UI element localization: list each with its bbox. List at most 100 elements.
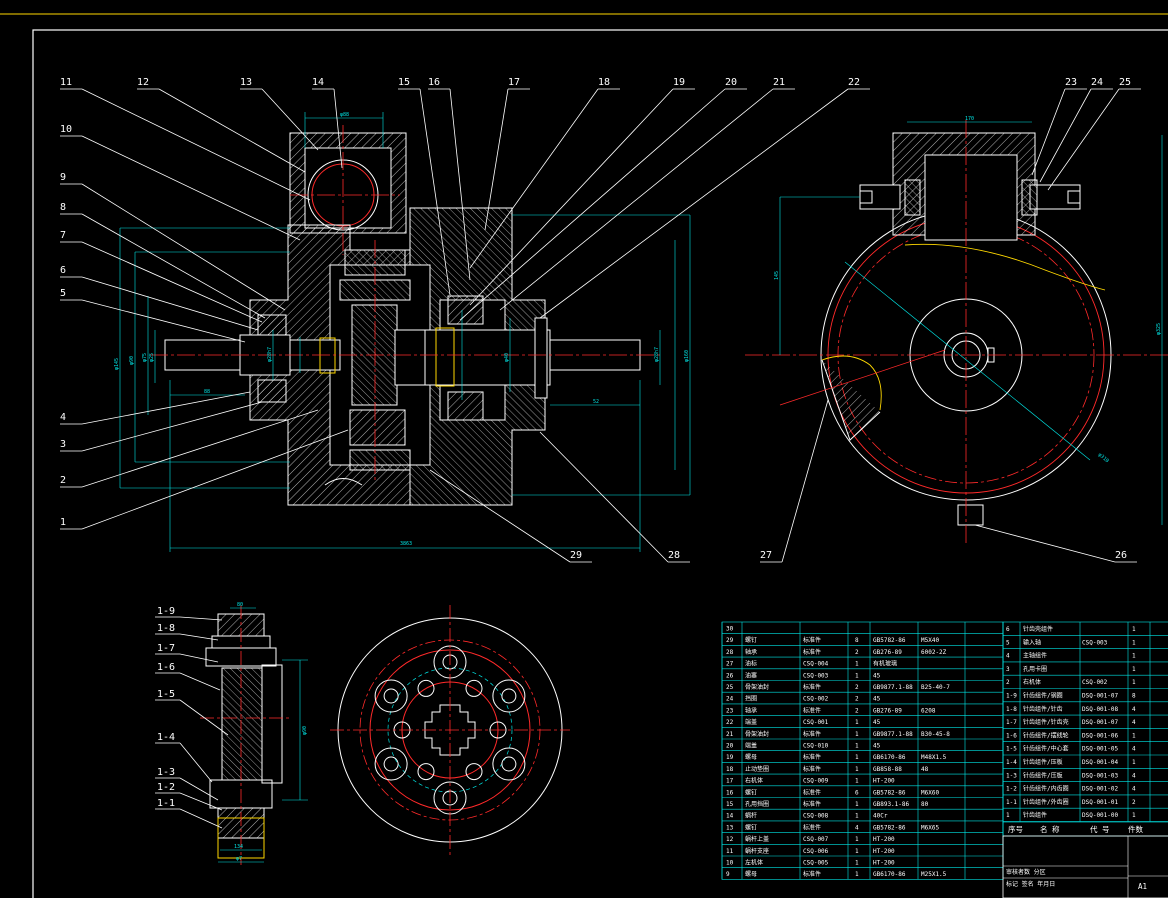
balloon-label: 29 — [570, 550, 582, 561]
assembly-cell: 针齿组件/针齿 — [1023, 705, 1063, 713]
parts-cell: HT-200 — [873, 860, 895, 867]
leader-15: 15 — [398, 77, 451, 296]
cycloid-disc-view — [330, 605, 570, 855]
dim-shaft-left: φ145 — [114, 358, 120, 370]
assembly-cell: 针齿组件 — [1023, 811, 1047, 819]
assembly-cell: DSQ-001-02 — [1082, 786, 1119, 793]
parts-cell: 标准件 — [803, 706, 821, 714]
parts-cell: 端盖 — [745, 742, 757, 750]
assembly-cell: 2 — [1006, 679, 1010, 686]
parts-cell: 1 — [855, 672, 859, 679]
title-row-2: 标记 签名 年月日 — [1006, 880, 1055, 888]
parts-cell: 1 — [855, 766, 859, 773]
detail-leader-1-8: 1-8 — [155, 623, 219, 641]
balloon-label: 26 — [1115, 550, 1127, 561]
parts-cell: 左机体 — [745, 859, 763, 867]
parts-cell: 6002-2Z — [921, 649, 947, 656]
detail-label: 1-5 — [157, 689, 175, 700]
leader-21: 21 — [499, 77, 795, 311]
pin-boss — [374, 747, 408, 781]
balloon-label: 11 — [60, 77, 72, 88]
bolt-hole — [417, 763, 435, 781]
dim-d: φ25 — [149, 353, 155, 362]
parts-cell: 蜗杆 — [745, 812, 757, 820]
balloon-label: 24 — [1091, 77, 1103, 88]
parts-cell: 18 — [726, 766, 734, 773]
header-name: 名 称 — [1040, 824, 1060, 834]
parts-cell: CSQ-007 — [803, 836, 829, 843]
parts-cell: B30-45-8 — [921, 731, 950, 738]
assembly-cell: 1-7 — [1006, 719, 1017, 726]
leader-1: 1 — [60, 429, 349, 530]
parts-cell: 孔用挡圈 — [745, 800, 769, 808]
pin-boss — [492, 679, 526, 713]
assembly-cell: DSQ-001-08 — [1082, 706, 1119, 713]
dim-side-diag: φ310 — [1097, 452, 1110, 464]
balloon-label: 3 — [60, 439, 66, 450]
balloon-label: 17 — [508, 77, 520, 88]
parts-cell: 螺钉 — [745, 788, 757, 796]
balloon-label: 1 — [60, 517, 66, 528]
dim-len-b: 52 — [593, 399, 599, 405]
leader-6: 6 — [60, 265, 259, 331]
parts-cell: 45 — [873, 672, 881, 679]
parts-cell: 15 — [726, 801, 734, 808]
parts-cell: 标准件 — [803, 636, 821, 644]
drawing-border — [32, 29, 1168, 898]
parts-cell: 端盖 — [745, 718, 757, 726]
dim-f: φ160 — [684, 350, 690, 362]
balloon-label: 4 — [60, 412, 66, 423]
detail-label: 1-4 — [157, 732, 175, 743]
balloon-label: 14 — [312, 77, 324, 88]
parts-cell: 1 — [855, 848, 859, 855]
parts-cell: 蜗杆支座 — [745, 847, 769, 855]
balloon-label: 7 — [60, 230, 66, 241]
parts-cell: 80 — [921, 801, 929, 808]
assembly-cell: 1 — [1132, 666, 1136, 673]
dim-side-top: 170 — [965, 116, 974, 122]
parts-cell: 24 — [726, 696, 734, 703]
parts-cell: GB6170-86 — [873, 871, 906, 878]
parts-cell: 10 — [726, 860, 734, 867]
assembly-cell: DSQ-001-07 — [1082, 693, 1119, 700]
parts-cell: 右机体 — [745, 777, 763, 785]
assembly-cell: 5 — [1006, 639, 1010, 646]
pin-boss — [492, 747, 526, 781]
assembly-cell: 1 — [1132, 759, 1136, 766]
leader-10: 10 — [60, 124, 301, 241]
header-code: 代 号 — [1090, 824, 1110, 834]
parts-cell: CSQ-001 — [803, 719, 829, 726]
parts-cell: 2 — [855, 684, 859, 691]
assembly-cell: 1 — [1132, 639, 1136, 646]
parts-cell: GB5782-86 — [873, 824, 906, 831]
parts-cell: 油塞 — [745, 671, 757, 679]
leader-3: 3 — [60, 401, 263, 452]
parts-cell: 27 — [726, 661, 734, 668]
parts-cell: 11 — [726, 848, 734, 855]
balloon-label: 19 — [673, 77, 685, 88]
assembly-cell: 4 — [1132, 706, 1136, 713]
parts-cell: 止动垫圈 — [745, 765, 769, 773]
parts-cell: 1 — [855, 801, 859, 808]
parts-cell: 1 — [855, 743, 859, 750]
parts-cell: 1 — [855, 813, 859, 820]
parts-cell: GB6170-86 — [873, 754, 906, 761]
main-section-view — [119, 112, 691, 552]
leader-22: 22 — [539, 77, 870, 319]
dim-top-body: φ88 — [340, 112, 349, 118]
parts-cell: 轴承 — [745, 706, 757, 714]
balloon-label: 15 — [398, 77, 410, 88]
balloon-label: 2 — [60, 475, 66, 486]
detail-leader-1-6: 1-6 — [155, 662, 221, 691]
